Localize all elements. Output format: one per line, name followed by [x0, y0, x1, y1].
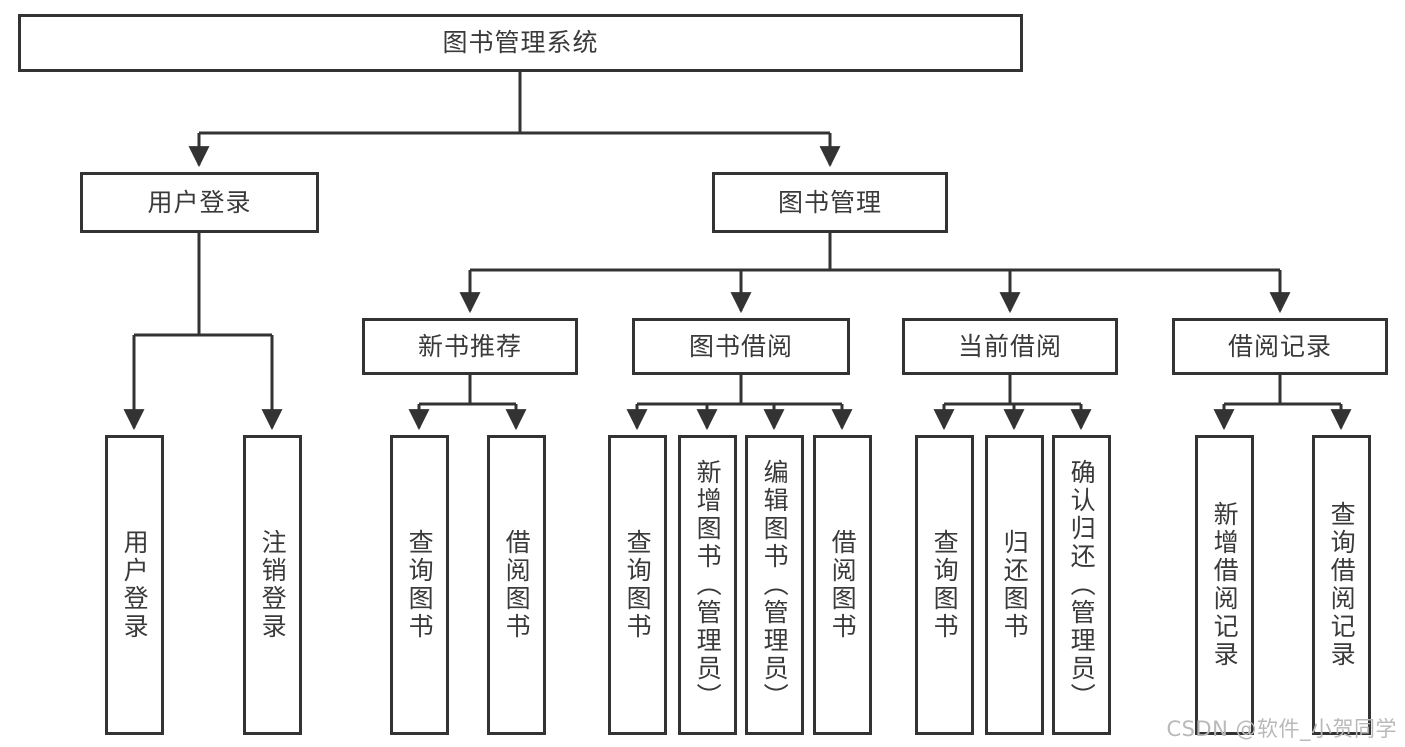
node-user-login[interactable]: 用户登录 [80, 172, 319, 233]
node-leaf-query-book-1[interactable]: 查询图书 [390, 435, 449, 735]
node-leaf-user-login-label: 用户登录 [120, 529, 150, 641]
node-borrow-record-label: 借阅记录 [1227, 331, 1332, 361]
node-leaf-user-login[interactable]: 用户登录 [105, 435, 164, 735]
node-leaf-borrow-book-1-label: 借阅图书 [502, 529, 532, 641]
node-leaf-add-book-admin-label: 新增图书（管理员） [693, 459, 723, 711]
node-leaf-edit-book-admin-label: 编辑图书（管理员） [760, 459, 790, 711]
node-leaf-query-book-2-label: 查询图书 [623, 529, 653, 641]
node-root[interactable]: 图书管理系统 [18, 14, 1023, 72]
node-leaf-query-borrow-record-label: 查询借阅记录 [1327, 501, 1357, 669]
node-leaf-confirm-return-admin-label: 确认归还（管理员） [1067, 459, 1097, 711]
node-leaf-return-book[interactable]: 归还图书 [985, 435, 1044, 735]
node-leaf-borrow-book-1[interactable]: 借阅图书 [487, 435, 546, 735]
node-leaf-logout-label: 注销登录 [258, 529, 288, 641]
node-new-book-recommend[interactable]: 新书推荐 [362, 318, 578, 375]
node-leaf-query-book-3-label: 查询图书 [930, 529, 960, 641]
node-current-borrow[interactable]: 当前借阅 [902, 318, 1118, 375]
node-user-login-label: 用户登录 [147, 187, 252, 217]
node-leaf-edit-book-admin[interactable]: 编辑图书（管理员） [745, 435, 804, 735]
node-leaf-confirm-return-admin[interactable]: 确认归还（管理员） [1052, 435, 1111, 735]
node-leaf-query-borrow-record[interactable]: 查询借阅记录 [1312, 435, 1371, 735]
node-new-book-recommend-label: 新书推荐 [417, 331, 522, 361]
node-leaf-query-book-2[interactable]: 查询图书 [608, 435, 667, 735]
node-leaf-return-book-label: 归还图书 [1000, 529, 1030, 641]
node-leaf-add-borrow-record[interactable]: 新增借阅记录 [1195, 435, 1254, 735]
node-book-management-label: 图书管理 [777, 187, 882, 217]
node-leaf-add-book-admin[interactable]: 新增图书（管理员） [678, 435, 737, 735]
node-leaf-query-book-1-label: 查询图书 [405, 529, 435, 641]
node-root-label: 图书管理系统 [442, 28, 599, 58]
node-leaf-borrow-book-2[interactable]: 借阅图书 [813, 435, 872, 735]
node-borrow-record[interactable]: 借阅记录 [1172, 318, 1388, 375]
node-leaf-borrow-book-2-label: 借阅图书 [828, 529, 858, 641]
node-leaf-add-borrow-record-label: 新增借阅记录 [1210, 501, 1240, 669]
node-book-borrow-label: 图书借阅 [688, 331, 793, 361]
node-book-management[interactable]: 图书管理 [712, 172, 948, 233]
csdn-watermark: CSDN @软件_小贺同学 [1166, 717, 1397, 741]
node-leaf-query-book-3[interactable]: 查询图书 [915, 435, 974, 735]
node-current-borrow-label: 当前借阅 [957, 331, 1062, 361]
node-leaf-logout[interactable]: 注销登录 [243, 435, 302, 735]
node-book-borrow[interactable]: 图书借阅 [632, 318, 850, 375]
